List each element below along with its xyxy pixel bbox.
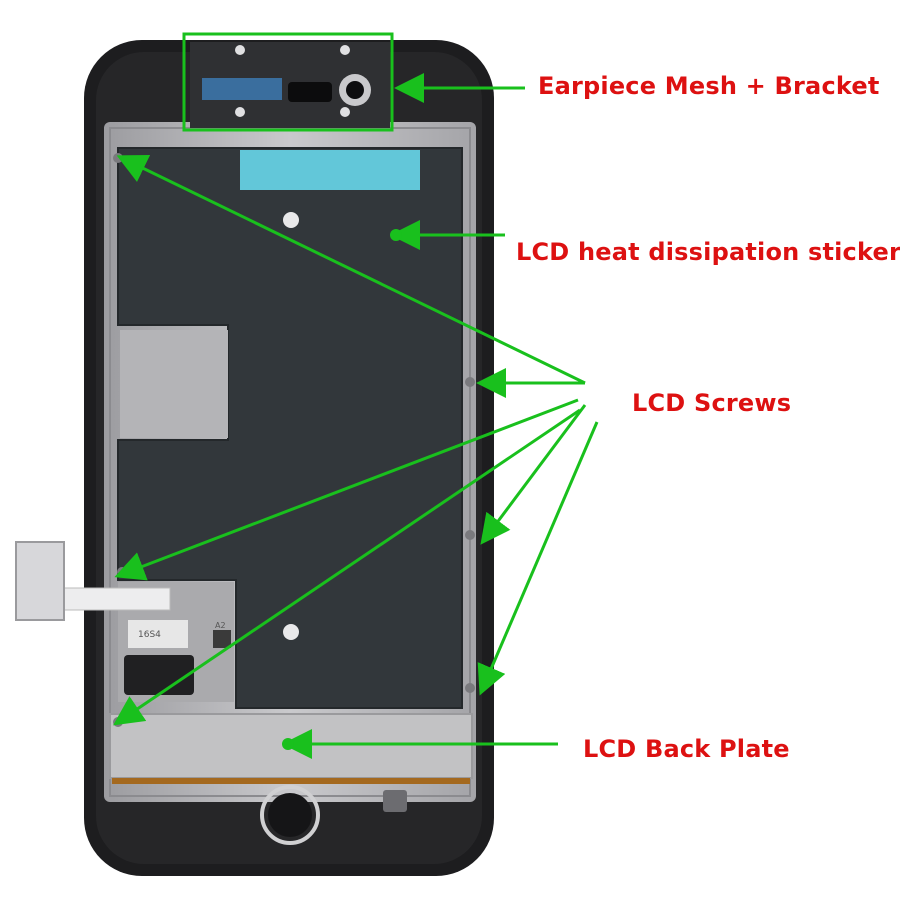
label-lcd-heat-dissipation-sticker: LCD heat dissipation sticker <box>516 238 900 266</box>
flex-connector <box>15 541 65 621</box>
dot-heat-sticker <box>390 229 402 241</box>
earpiece-mesh <box>288 82 332 102</box>
dot-back-plate <box>282 738 294 750</box>
label-earpiece-mesh-bracket: Earpiece Mesh + Bracket <box>538 72 880 100</box>
arrow-screw-5 <box>113 408 581 726</box>
home-button-ring <box>260 785 320 845</box>
bracket-screw-1 <box>235 107 245 117</box>
arrow-screw-3 <box>114 398 579 581</box>
blue-tape <box>240 150 420 190</box>
bracket-screw-2 <box>340 107 350 117</box>
bracket-screw-3 <box>235 45 245 55</box>
earpiece-highlight-box <box>182 32 394 132</box>
copper-strip <box>112 778 470 784</box>
earpiece-blue-tab <box>202 78 282 100</box>
arrow-screw-4 <box>480 404 587 545</box>
screw-right-upper <box>465 377 475 387</box>
sticker-hole-bottom <box>283 624 299 640</box>
label-lcd-back-plate: LCD Back Plate <box>583 735 790 763</box>
home-button <box>268 793 312 837</box>
screw-right-lower <box>465 683 475 693</box>
screw-top-left <box>113 153 123 163</box>
flex-cable <box>59 587 171 611</box>
arrow-screw-1 <box>116 154 586 385</box>
connector-block <box>124 655 194 695</box>
qr-code <box>213 630 231 648</box>
sticker-hole-top <box>283 212 299 228</box>
bracket-screw-4 <box>340 45 350 55</box>
screw-right-mid <box>465 530 475 540</box>
left-metal-tab <box>120 330 228 438</box>
label-lcd-screws: LCD Screws <box>632 389 792 417</box>
chip-text-1: 16S4 <box>138 630 161 640</box>
front-camera-lens <box>346 81 364 99</box>
chip-text-2: A2 <box>215 621 226 630</box>
bottom-connector <box>383 790 407 812</box>
chip-label <box>128 620 188 648</box>
arrow-screw-6 <box>477 421 599 696</box>
